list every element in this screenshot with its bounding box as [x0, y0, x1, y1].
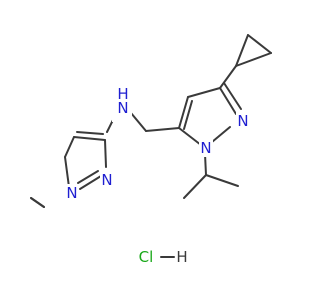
bonds-layer [30, 34, 272, 258]
bond-left-ring-4 [73, 136, 106, 141]
bond-right-ring-6 [178, 127, 202, 146]
bond-left-ring-2 [64, 156, 70, 188]
bond-cyclopropyl-b [247, 34, 272, 54]
right-n1-bg [236, 112, 250, 130]
amine-hydrogen-label: H [117, 85, 128, 103]
left-n1-bg [100, 172, 114, 190]
atoms-layer: H N N N N N Cl H [65, 85, 250, 266]
bond-right-ring-1-double [183, 100, 193, 130]
left-n2-bg [65, 184, 79, 202]
right-pyrazole-n2-label: N [200, 139, 211, 157]
bond-right-ring-3 [219, 87, 237, 115]
bond-right-ring-1 [178, 96, 189, 129]
bond-ch2-to-ring [145, 127, 180, 132]
left-pyrazole-n2-label: N [66, 184, 77, 202]
right-n2-bg [199, 139, 213, 157]
bond-cyclopropyl-c [235, 52, 272, 67]
right-pyrazole-n1-label: N [237, 112, 248, 130]
bond-methyl [30, 197, 45, 208]
bond-isopropyl-right [205, 174, 239, 187]
bond-cyclopropyl-a [235, 34, 249, 67]
bond-cyclopropyl-link [219, 65, 237, 89]
bond-n-to-isopropyl [204, 153, 207, 176]
bond-left-ring-5 [104, 139, 107, 168]
chlorine-label: Cl [139, 248, 154, 266]
nh-label-bg [112, 88, 132, 122]
bond-left-ring-6-double [77, 170, 99, 184]
chemical-structure: H N N N N N Cl H [30, 34, 272, 266]
bond-right-ring-2 [187, 87, 221, 98]
bond-left-ring-3 [64, 136, 75, 158]
bond-isopropyl-left [183, 174, 207, 199]
hydrogen-label: H [176, 248, 187, 266]
bond-left-ring-4-double [76, 131, 104, 135]
bond-right-ring-4 [223, 82, 242, 110]
left-pyrazole-n1-label: N [101, 171, 112, 189]
bond-left-ring-6 [79, 175, 102, 190]
bond-right-ring-5 [211, 126, 231, 143]
amine-nitrogen-label: N [117, 99, 128, 117]
